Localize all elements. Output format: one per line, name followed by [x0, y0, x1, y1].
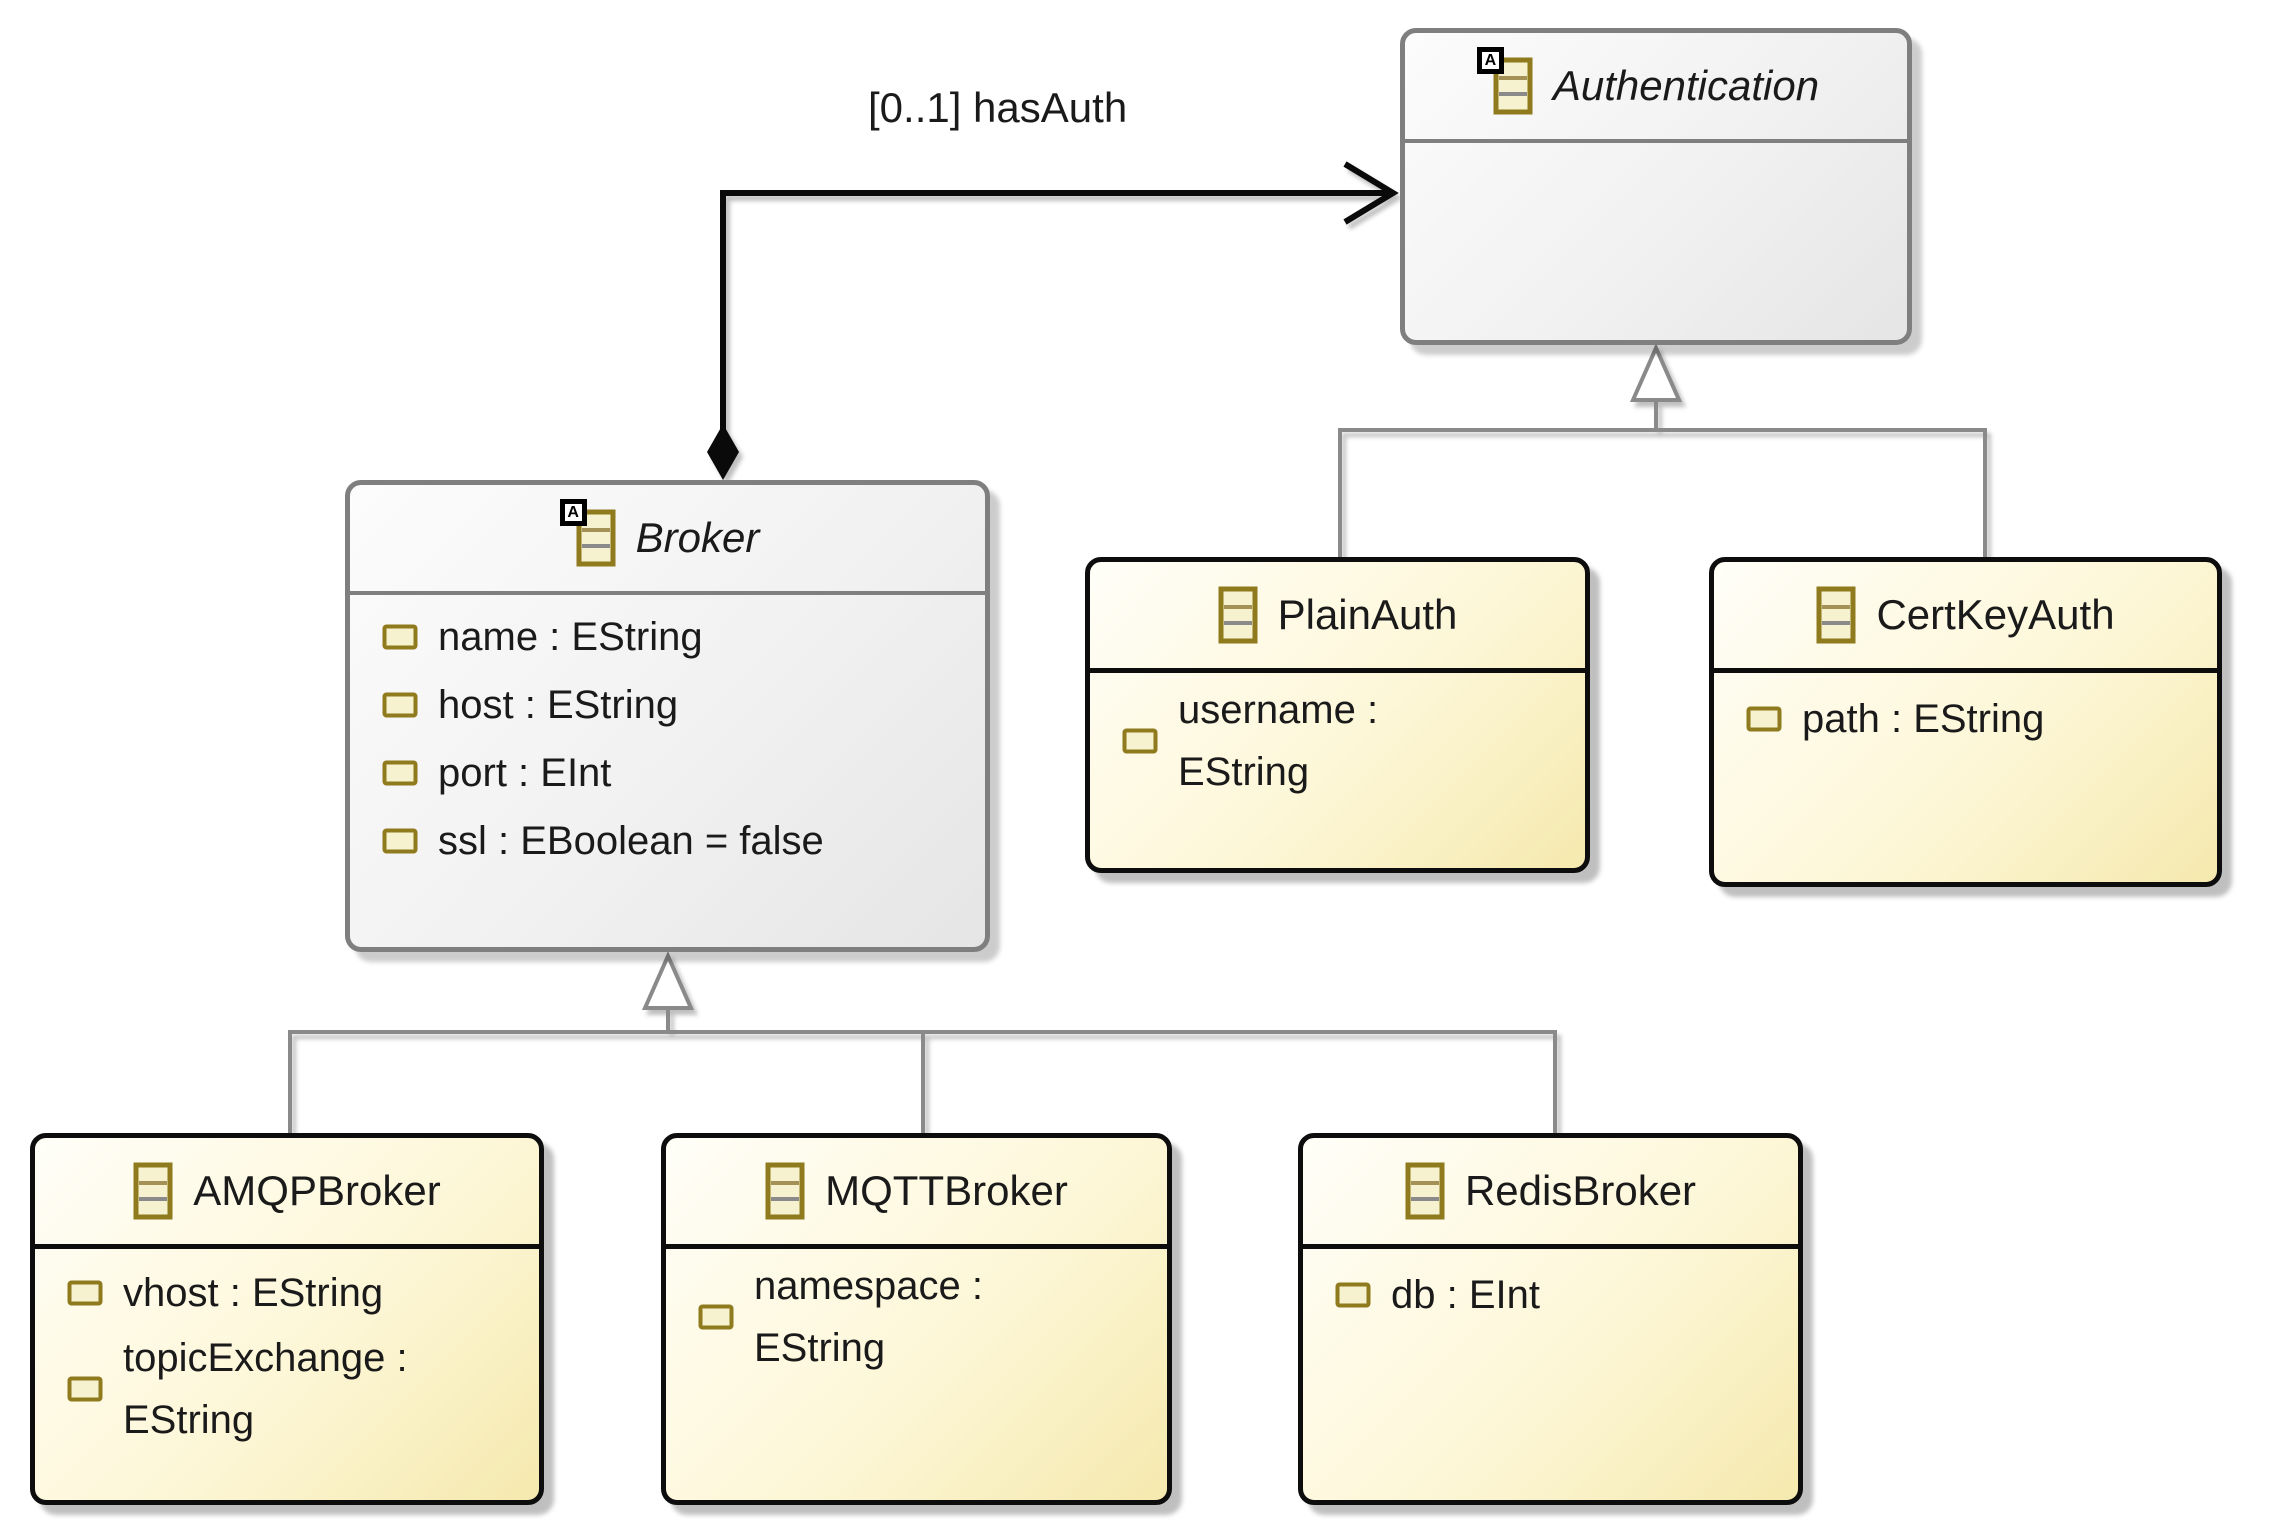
eattribute-icon: [382, 692, 418, 718]
eattribute-icon: [67, 1376, 103, 1402]
containment-diamond-icon: [707, 424, 739, 480]
class-attributes: [1405, 143, 1907, 151]
eclass-icon: A: [559, 499, 616, 567]
class-plainauth[interactable]: PlainAuth username : EString: [1085, 557, 1590, 873]
class-title: CertKeyAuth: [1876, 591, 2115, 638]
class-title: PlainAuth: [1277, 591, 1458, 638]
eattribute-icon: [1335, 1282, 1371, 1308]
eclass-icon: [1405, 1162, 1445, 1220]
attribute-row[interactable]: username : EString: [1122, 679, 1585, 803]
class-header: A Broker: [350, 485, 985, 595]
eclass-icon: [1218, 586, 1258, 644]
generalization-edges-authentication[interactable]: [1338, 343, 1987, 557]
class-header: RedisBroker: [1303, 1138, 1798, 1249]
generalization-path-plainauth-certkeyauth[interactable]: [1338, 428, 1987, 557]
class-attributes: path : EString: [1714, 673, 2217, 753]
class-redisbroker[interactable]: RedisBroker db : EInt: [1298, 1133, 1803, 1505]
generalization-edges-broker[interactable]: [288, 951, 1557, 1133]
class-title: MQTTBroker: [825, 1167, 1068, 1214]
attribute-label: db : EInt: [1391, 1273, 1540, 1317]
attribute-label: host : EString: [438, 683, 679, 727]
class-attributes: vhost : EString topicExchange : EString: [35, 1249, 539, 1451]
class-broker[interactable]: A Broker name : EString host : EString: [345, 480, 990, 952]
attribute-row[interactable]: path : EString: [1746, 685, 2217, 753]
class-authentication[interactable]: A Authentication: [1400, 28, 1912, 345]
eattribute-icon: [1746, 706, 1782, 732]
abstract-badge-icon: A: [559, 499, 587, 526]
attribute-row[interactable]: host : EString: [382, 671, 985, 739]
containment-edge-label[interactable]: [0..1] hasAuth: [868, 84, 1128, 131]
attribute-label: topicExchange : EString: [123, 1336, 408, 1442]
attribute-label: vhost : EString: [123, 1271, 384, 1315]
attribute-row[interactable]: topicExchange : EString: [67, 1327, 539, 1451]
class-attributes: username : EString: [1090, 673, 1585, 803]
open-arrowhead-icon: [1343, 161, 1399, 225]
eattribute-icon: [67, 1280, 103, 1306]
class-mqttbroker[interactable]: MQTTBroker namespace : EString: [661, 1133, 1172, 1505]
class-certkeyauth[interactable]: CertKeyAuth path : EString: [1709, 557, 2222, 887]
generalization-triangle-icon: [1629, 343, 1683, 402]
attribute-label: username : EString: [1178, 688, 1379, 794]
eclass-icon: [133, 1162, 173, 1220]
class-title: Authentication: [1552, 62, 1820, 109]
abstract-badge-icon: A: [1476, 47, 1504, 74]
attribute-row[interactable]: ssl : EBoolean = false: [382, 807, 985, 875]
class-title: RedisBroker: [1464, 1167, 1697, 1214]
eattribute-icon: [382, 828, 418, 854]
eattribute-icon: [698, 1304, 734, 1330]
eclass-icon: [1816, 586, 1856, 644]
class-amqpbroker[interactable]: AMQPBroker vhost : EString topicExchange…: [30, 1133, 544, 1505]
attribute-row[interactable]: namespace : EString: [698, 1255, 1167, 1379]
attribute-row[interactable]: vhost : EString: [67, 1259, 539, 1327]
attribute-row[interactable]: name : EString: [382, 603, 985, 671]
attribute-label: name : EString: [438, 615, 703, 659]
eclass-icon: A: [1476, 47, 1533, 115]
attribute-label: ssl : EBoolean = false: [438, 819, 824, 863]
eattribute-icon: [382, 624, 418, 650]
class-header: PlainAuth: [1090, 562, 1585, 673]
class-header: A Authentication: [1405, 33, 1907, 143]
attribute-label: port : EInt: [438, 751, 612, 795]
containment-edge-hasauth[interactable]: [707, 161, 1399, 480]
containment-edge-path[interactable]: [720, 190, 1392, 447]
class-title: Broker: [635, 514, 760, 561]
class-header: MQTTBroker: [666, 1138, 1167, 1249]
class-attributes: namespace : EString: [666, 1249, 1167, 1379]
class-title: AMQPBroker: [193, 1167, 441, 1214]
class-attributes: db : EInt: [1303, 1249, 1798, 1329]
attribute-row[interactable]: port : EInt: [382, 739, 985, 807]
eclass-icon: [765, 1162, 805, 1220]
attribute-row[interactable]: db : EInt: [1335, 1261, 1798, 1329]
attribute-label: path : EString: [1802, 697, 2045, 741]
eattribute-icon: [382, 760, 418, 786]
class-header: AMQPBroker: [35, 1138, 539, 1249]
class-attributes: name : EString host : EString port : EIn…: [350, 595, 985, 875]
generalization-triangle-icon: [641, 951, 695, 1010]
class-header: CertKeyAuth: [1714, 562, 2217, 673]
eattribute-icon: [1122, 728, 1158, 754]
attribute-label: namespace : EString: [754, 1264, 984, 1370]
